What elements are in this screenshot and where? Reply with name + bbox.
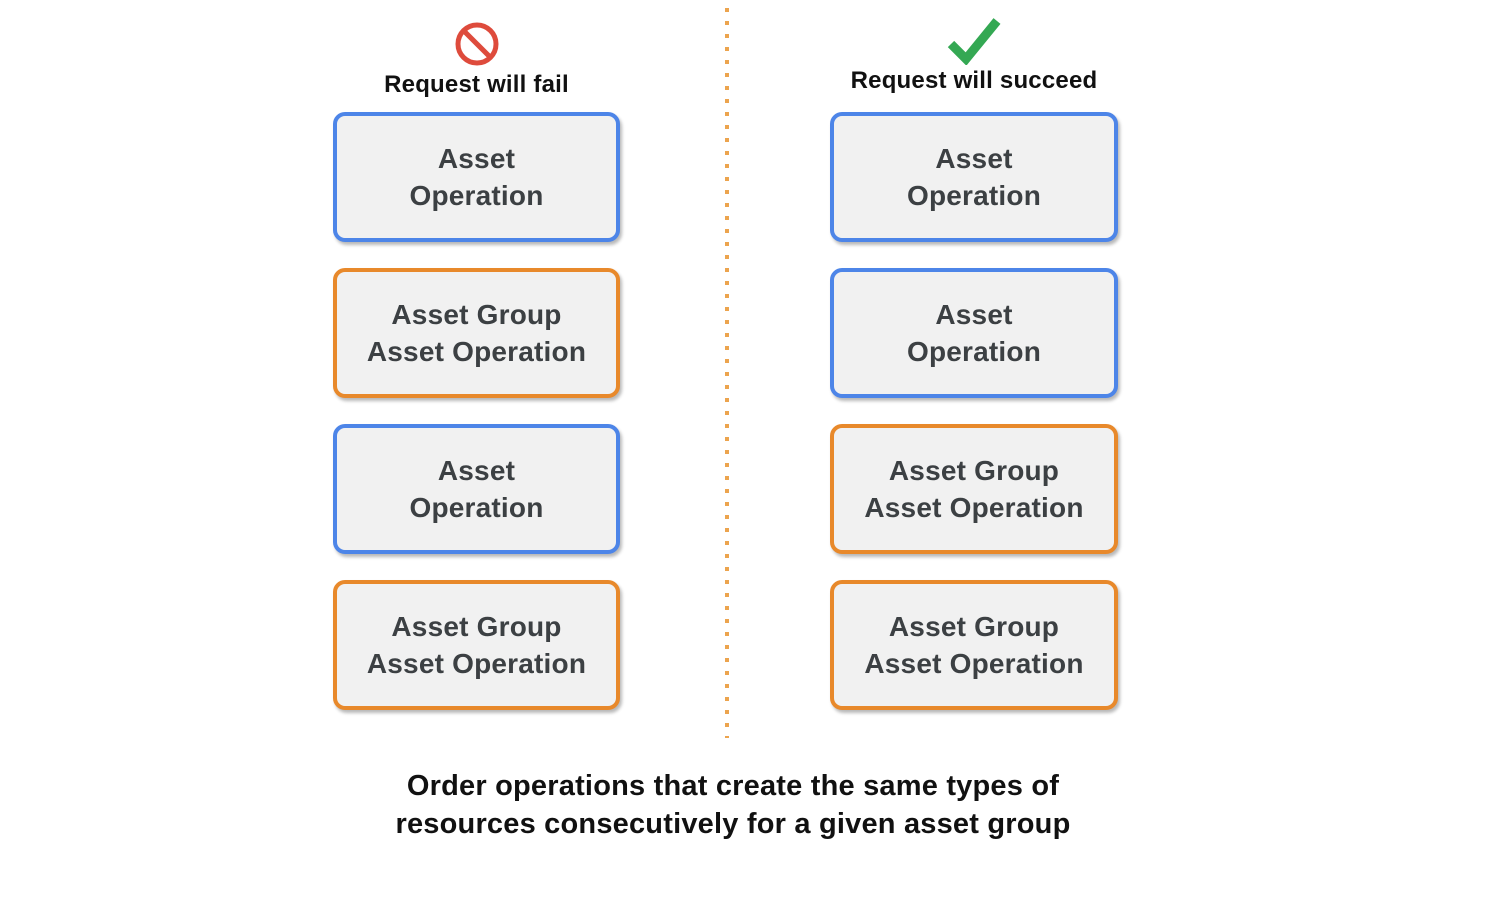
box-label: Asset Group Asset Operation (366, 299, 587, 367)
caption: Order operations that create the same ty… (0, 767, 1466, 843)
asset-operation-box: Asset Operation (830, 112, 1118, 242)
prohibition-icon (455, 22, 498, 66)
caption-line: Order operations that create the same ty… (406, 770, 1060, 802)
asset-operation-box: Asset Operation (830, 268, 1118, 398)
fail-title: Request will fail (384, 71, 569, 98)
asset-operation-box: Asset Operation (333, 424, 620, 554)
asset-group-asset-operation-box: Asset Group Asset Operation (830, 580, 1118, 710)
asset-group-asset-operation-box: Asset Group Asset Operation (333, 580, 620, 710)
box-label: Asset Group Asset Operation (864, 611, 1084, 679)
caption-line: resources consecutively for a given asse… (395, 808, 1071, 840)
checkmark-icon (947, 18, 1001, 65)
asset-group-asset-operation-box: Asset Group Asset Operation (830, 424, 1118, 554)
succeed-header: Request will succeed (830, 16, 1118, 95)
asset-group-asset-operation-box: Asset Group Asset Operation (333, 268, 620, 398)
fail-column: Asset Operation Asset Group Asset Operat… (333, 112, 620, 710)
succeed-column: Asset Operation Asset Operation Asset Gr… (830, 112, 1118, 710)
box-label: Asset Operation (906, 299, 1042, 367)
box-label: Asset Group Asset Operation (864, 455, 1084, 523)
asset-operation-box: Asset Operation (333, 112, 620, 242)
box-label: Asset Group Asset Operation (366, 611, 587, 679)
box-label: Asset Operation (409, 143, 544, 211)
dotted-divider-line (725, 8, 729, 738)
succeed-title: Request will succeed (850, 67, 1098, 94)
fail-header: Request will fail (333, 20, 620, 99)
box-label: Asset Operation (906, 143, 1042, 211)
box-label: Asset Operation (409, 455, 544, 523)
